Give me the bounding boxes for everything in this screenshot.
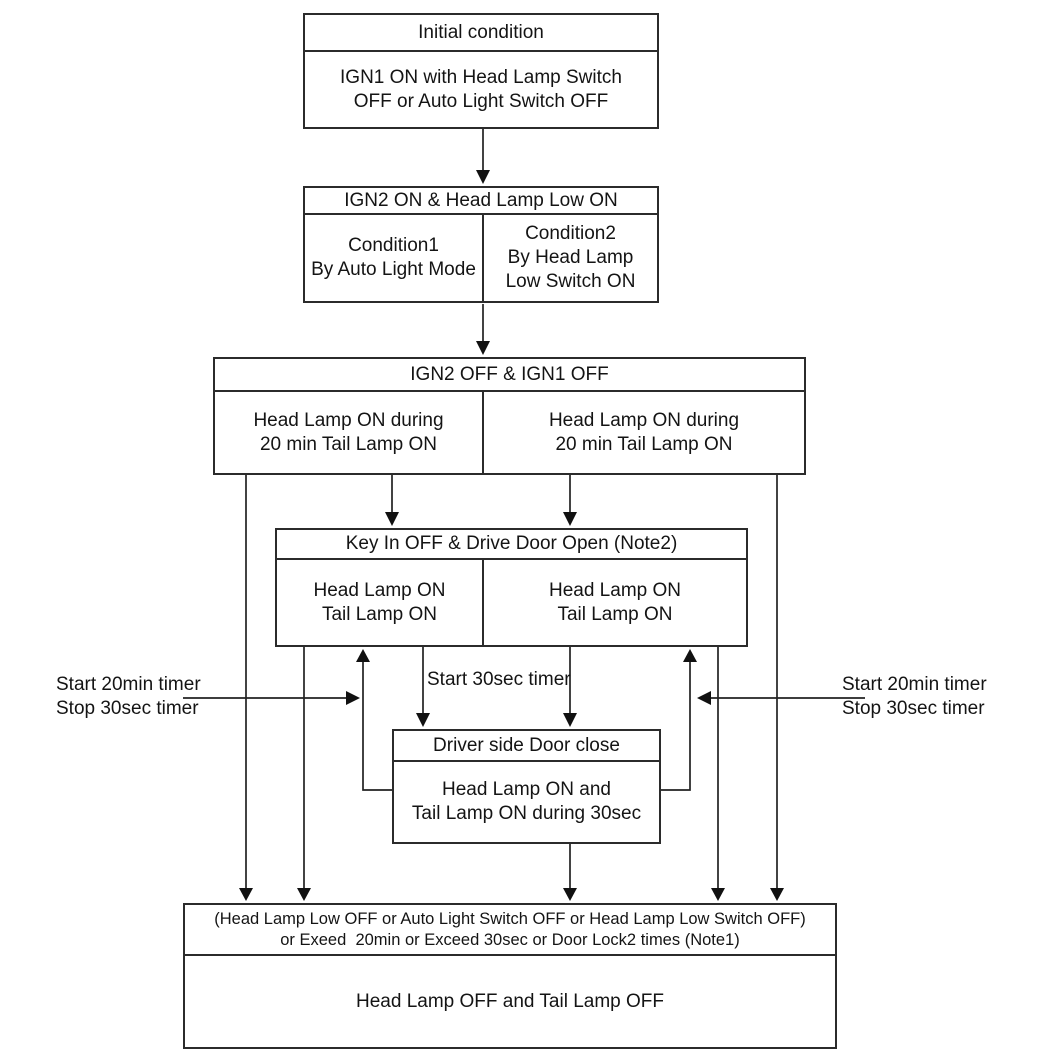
lamp-off-body: Head Lamp OFF and Tail Lamp OFF xyxy=(356,990,664,1012)
condition2-cell: Condition2 By Head Lamp Low Switch ON xyxy=(482,215,657,301)
arrow-doorclose-to-lampoff xyxy=(563,844,577,901)
key-in-right-cell: Head Lamp ON Tail Lamp ON xyxy=(482,560,746,645)
lamp-off-box: (Head Lamp Low OFF or Auto Light Switch … xyxy=(183,903,837,1049)
door-close-box: Driver side Door close Head Lamp ON and … xyxy=(392,729,661,844)
ign2-on-header: IGN2 ON & Head Lamp Low ON xyxy=(305,188,657,215)
arrow-initial-to-ign2on xyxy=(476,129,490,184)
ign2-on-box: IGN2 ON & Head Lamp Low ON Condition1 By… xyxy=(303,186,659,303)
arrow-doorclose-feedback-left xyxy=(356,649,392,791)
door-close-body: Head Lamp ON and Tail Lamp ON during 30s… xyxy=(411,779,642,824)
arrow-doorclose-feedback-right xyxy=(661,649,697,791)
arrow-ign2on-to-ignoff xyxy=(476,304,490,355)
arrow-ignoff-right-to-lampoff xyxy=(770,475,784,901)
arrow-ignoff-left-to-lampoff xyxy=(239,475,253,901)
ign-off-box: IGN2 OFF & IGN1 OFF Head Lamp ON during … xyxy=(213,357,806,475)
ign2-on-cells: Condition1 By Auto Light Mode Condition2… xyxy=(305,215,657,301)
arrow-ignoff-to-keyin-right xyxy=(563,475,577,526)
ign-off-right-cell: Head Lamp ON during 20 min Tail Lamp ON xyxy=(482,392,804,473)
ign-off-cells: Head Lamp ON during 20 min Tail Lamp ON … xyxy=(215,392,804,473)
right-timer-label: Start 20min timer Stop 30sec timer xyxy=(842,674,987,719)
initial-condition-body: IGN1 ON with Head Lamp Switch OFF or Aut… xyxy=(340,66,622,112)
arrow-keyin-left-to-lampoff xyxy=(297,647,311,901)
key-in-cells: Head Lamp ON Tail Lamp ON Head Lamp ON T… xyxy=(277,560,746,645)
arrow-left-timer xyxy=(183,691,360,705)
ign-off-left-cell: Head Lamp ON during 20 min Tail Lamp ON xyxy=(253,409,444,455)
key-in-left-cell: Head Lamp ON Tail Lamp ON xyxy=(313,579,446,625)
key-in-off-box: Key In OFF & Drive Door Open (Note2) Hea… xyxy=(275,528,748,647)
start-30sec-timer-label: Start 30sec timer xyxy=(427,669,571,690)
key-in-off-header: Key In OFF & Drive Door Open (Note2) xyxy=(277,530,746,560)
ign-off-header: IGN2 OFF & IGN1 OFF xyxy=(215,359,804,392)
arrow-keyin-right-to-lampoff xyxy=(711,647,725,901)
door-close-header: Driver side Door close xyxy=(394,731,659,762)
initial-condition-header: Initial condition xyxy=(305,15,657,52)
condition1-cell: Condition1 By Auto Light Mode xyxy=(311,235,476,280)
lamp-off-header: (Head Lamp Low OFF or Auto Light Switch … xyxy=(185,905,835,956)
arrow-right-timer xyxy=(697,691,865,705)
left-timer-label: Start 20min timer Stop 30sec timer xyxy=(56,674,201,719)
arrow-ignoff-to-keyin-left xyxy=(385,475,399,526)
initial-condition-box: Initial condition IGN1 ON with Head Lamp… xyxy=(303,13,659,129)
